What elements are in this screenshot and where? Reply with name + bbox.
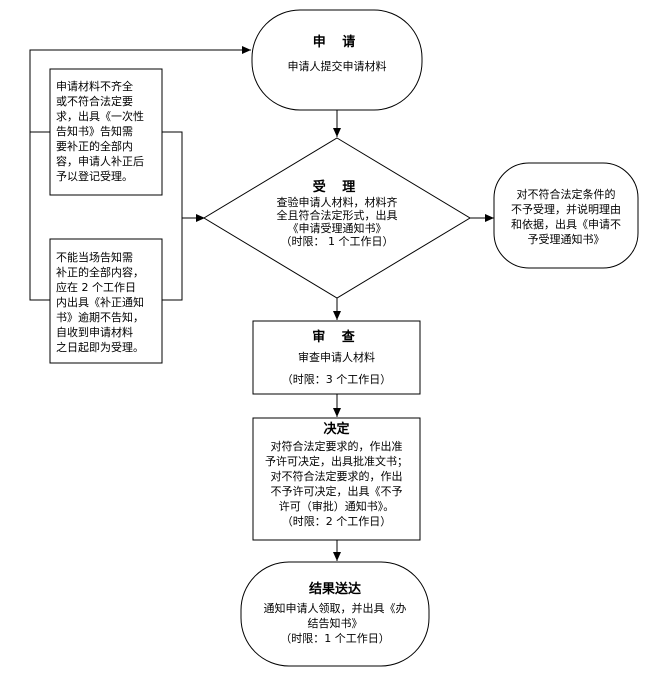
note-line: 告知书》告知需 xyxy=(56,125,133,138)
decision-text: 对符合法定要求的，作出准 予许可决定，出具批准文书； 对不符合法定要求的，作出 … xyxy=(253,439,420,529)
accept-text: 查验申请人材料，材料齐 全且符合法定形式，出具 《申请受理通知书》 （时限： 1… xyxy=(262,196,412,248)
accept-title: 受 理 xyxy=(312,180,362,195)
result-title: 结果送达 xyxy=(308,582,361,597)
note-line: 或不符合法定要 xyxy=(56,95,133,108)
reject-note-box xyxy=(493,162,639,269)
note-line: 内出具《补正通知 xyxy=(56,296,144,309)
result-node xyxy=(240,561,430,667)
arrow-notes-to-accept xyxy=(162,131,183,301)
decision-title: 决定 xyxy=(323,422,350,437)
result-line: 结告知书》 xyxy=(307,617,363,630)
note-line: 书》逾期不告知， xyxy=(56,311,144,324)
note-line: 补正的全部内容， xyxy=(56,266,144,279)
decision-line: 对不符合法定要求的，作出 xyxy=(270,470,403,483)
result-line: （时限：1 个工作日） xyxy=(280,632,390,645)
decision-line: 对符合法定要求的，作出准 xyxy=(270,440,403,453)
note-line: 应在 2 个工作日 xyxy=(56,281,136,294)
apply-title: 申 请 xyxy=(312,35,362,50)
note-line: 不能当场告知需 xyxy=(56,251,133,264)
review-time: （时限：3 个工作日） xyxy=(281,373,392,386)
note-line: 容，申请人补正后 xyxy=(56,155,144,168)
apply-desc: 申请人提交申请材料 xyxy=(287,60,387,73)
note-line: 和依据，出具《申请不 xyxy=(511,218,621,231)
note-line: 求，出具《一次性 xyxy=(56,110,144,123)
note-line: 不予受理，并说明理由 xyxy=(511,203,621,216)
reject-note: 对不符合法定条件的 不予受理，并说明理由 和依据，出具《申请不 予受理通知书》 xyxy=(498,187,634,247)
arrow-return-to-apply xyxy=(29,131,50,301)
result-line: 通知申请人领取，并出具《办 xyxy=(263,602,407,615)
note-line: 申请材料不齐全 xyxy=(56,80,133,93)
decision-line: （时限：2 个工作日） xyxy=(281,515,392,528)
review-desc: 审查申请人材料 xyxy=(298,351,375,364)
decision-line: 予许可决定，出具批准文书； xyxy=(265,455,408,468)
result-text: 通知申请人领取，并出具《办 结告知书》 （时限：1 个工作日） xyxy=(241,601,429,646)
incomplete-note: 申请材料不齐全 或不符合法定要 求，出具《一次性 告知书》告知需 要补正的全部内… xyxy=(56,79,160,184)
accept-line: 《申请受理通知书》 xyxy=(287,222,387,235)
decision-line: 许可（审批）通知书》。 xyxy=(278,500,395,513)
note-line: 要补正的全部内 xyxy=(56,140,133,153)
cannot-notify-note: 不能当场告知需 补正的全部内容， 应在 2 个工作日 内出具《补正通知 书》逾期… xyxy=(56,250,160,355)
note-line: 对不符合法定条件的 xyxy=(516,188,616,201)
note-line: 予以登记受理。 xyxy=(56,170,133,183)
accept-line: 全且符合法定形式，出具 xyxy=(276,209,398,222)
review-title: 审 查 xyxy=(312,330,361,345)
decision-line: 不予许可决定，出具《不予 xyxy=(270,485,403,498)
cannot-notify-note-box xyxy=(49,238,163,364)
note-line: 自收到申请材料 xyxy=(56,326,133,339)
note-line: 之日起即为受理。 xyxy=(56,341,144,354)
note-line: 予受理通知书》 xyxy=(527,233,605,246)
accept-line: 查验申请人材料，材料齐 xyxy=(276,196,398,209)
accept-line: （时限： 1 个工作日） xyxy=(280,235,394,248)
arrow-loop-to-apply xyxy=(29,46,251,132)
